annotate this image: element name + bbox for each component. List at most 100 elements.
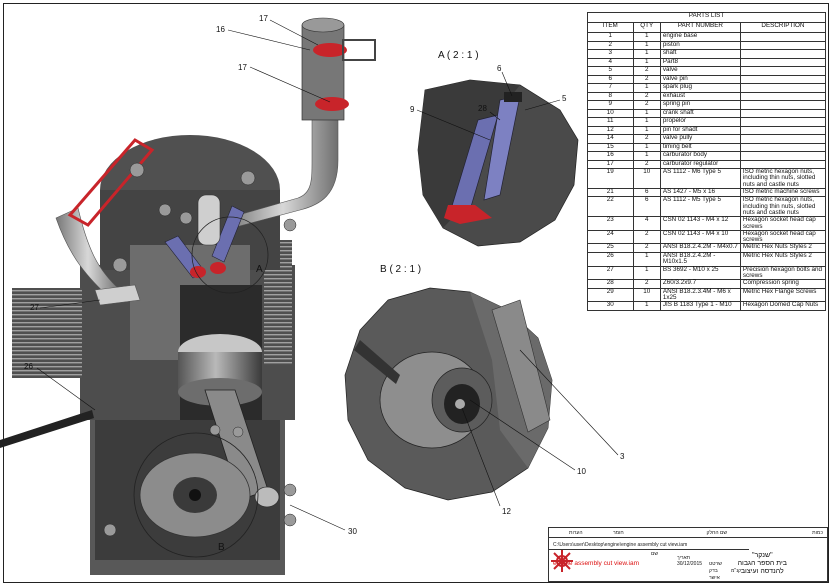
detail-b-label: B ( 2 : 1 ) — [380, 264, 421, 275]
spark-plug — [197, 194, 221, 246]
part-number: valve — [659, 66, 741, 76]
part-description: ISO metric hexagon nuts, including thin … — [739, 168, 827, 189]
part-number: BS 3692 - M10 x 25 — [659, 265, 741, 281]
tb-part-name-label: שם החלק — [706, 530, 727, 536]
part-number: CSN 02 1143 - M4 x 10 — [659, 229, 741, 245]
intake-pipe — [227, 109, 339, 229]
balloon-17-bottom: 17 — [238, 63, 247, 72]
part-description — [739, 117, 827, 127]
part-item: 24 — [587, 229, 634, 245]
part-number: AS 1112 - M6 Type 5 — [659, 168, 741, 189]
part-description — [739, 91, 827, 101]
part-description: Metric Hex Nuts Styles 2 — [739, 251, 827, 267]
balloon-16: 16 — [216, 25, 225, 34]
main-engine-view: A B — [0, 17, 376, 575]
part-number: CSN 02 1143 - M4 x 12 — [659, 216, 741, 231]
part-item: 19 — [587, 168, 634, 189]
balloon-3: 3 — [620, 452, 625, 461]
part-number: valve pully — [659, 134, 741, 144]
part-number: spark plug — [659, 83, 741, 93]
tb-scale-label: קנ"מ — [731, 568, 742, 574]
detail-a-marker: A — [256, 264, 263, 275]
part-qty: 1 — [632, 301, 661, 311]
tb-org-line3: להנדסה ועיצוב — [740, 568, 784, 576]
part-qty: 10 — [632, 287, 661, 303]
tb-org-line2: בית הספר הגבוה — [737, 560, 787, 568]
part-description — [739, 40, 827, 50]
carburator-regulator-bottom — [315, 97, 349, 111]
balloon-28: 28 — [478, 104, 487, 113]
tb-notes-label: הערות — [569, 530, 583, 536]
balloon-17-top: 17 — [259, 14, 268, 23]
part-description: Metric Hex Flange Screws — [739, 287, 827, 303]
part-description — [739, 74, 827, 84]
part-item: 22 — [587, 196, 634, 218]
detail-b-shaft-pin — [455, 399, 465, 409]
crankshaft-rod — [0, 410, 94, 448]
balloon-27: 27 — [30, 303, 39, 312]
part-item: 26 — [587, 251, 634, 267]
tb-date-label: תאריך — [677, 555, 691, 561]
part-number: propelor — [659, 117, 741, 127]
part-item: 30 — [587, 301, 634, 311]
tb-file-name: engine assembly cut view.iam — [553, 560, 639, 567]
part-number: AS 1112 - M5 Type 5 — [659, 196, 741, 218]
part-description — [739, 125, 827, 135]
detail-b-leaders — [461, 349, 619, 507]
col-qty: QTY — [632, 22, 661, 33]
balloon-12: 12 — [502, 507, 511, 516]
col-part-number: PART NUMBER — [659, 22, 741, 33]
main-leaders — [36, 19, 346, 531]
detail-b-boundary — [133, 432, 259, 558]
tb-organization: "שנקר" בית הספר הגבוה להנדסה ועיצוב — [738, 552, 787, 576]
sheet-border — [3, 3, 829, 583]
title-block: כמות שם החלק הערות חומר C:\Users\user\De… — [548, 527, 828, 582]
detail-a-leaders — [416, 71, 561, 141]
part-description — [739, 151, 827, 161]
tb-sheet-label: כמות — [812, 530, 823, 536]
detail-a-valve-head — [444, 205, 492, 224]
part-number: spring pin — [659, 100, 741, 110]
part-description: Compression spring — [739, 279, 827, 289]
part-description — [739, 57, 827, 67]
part-description — [739, 142, 827, 152]
part-description — [739, 66, 827, 76]
parts-list-title: PARTS LIST — [587, 12, 826, 23]
part-qty: 2 — [632, 66, 661, 76]
part-qty: 1 — [632, 251, 661, 267]
balloon-26: 26 — [24, 362, 33, 371]
part-qty: 1 — [632, 117, 661, 127]
part-description: ISO metric hexagon nuts, including thin … — [739, 196, 827, 218]
part-item: 5 — [587, 66, 634, 76]
part-qty: 10 — [632, 168, 661, 189]
part-item: 9 — [587, 100, 634, 110]
part-number: ANSI B18.2.3.4M - M6 x 1x25 — [659, 287, 741, 303]
col-item: ITEM — [587, 22, 634, 33]
part-description: Hexagon socket head cap screws — [739, 216, 827, 231]
part-qty: 1 — [632, 151, 661, 161]
detail-a-boundary — [191, 216, 269, 294]
part-qty: 2 — [632, 100, 661, 110]
part-number: carburator body — [659, 151, 741, 161]
detail-a-view — [417, 79, 579, 247]
part-item: 7 — [587, 83, 634, 93]
part-qty: 1 — [632, 83, 661, 93]
